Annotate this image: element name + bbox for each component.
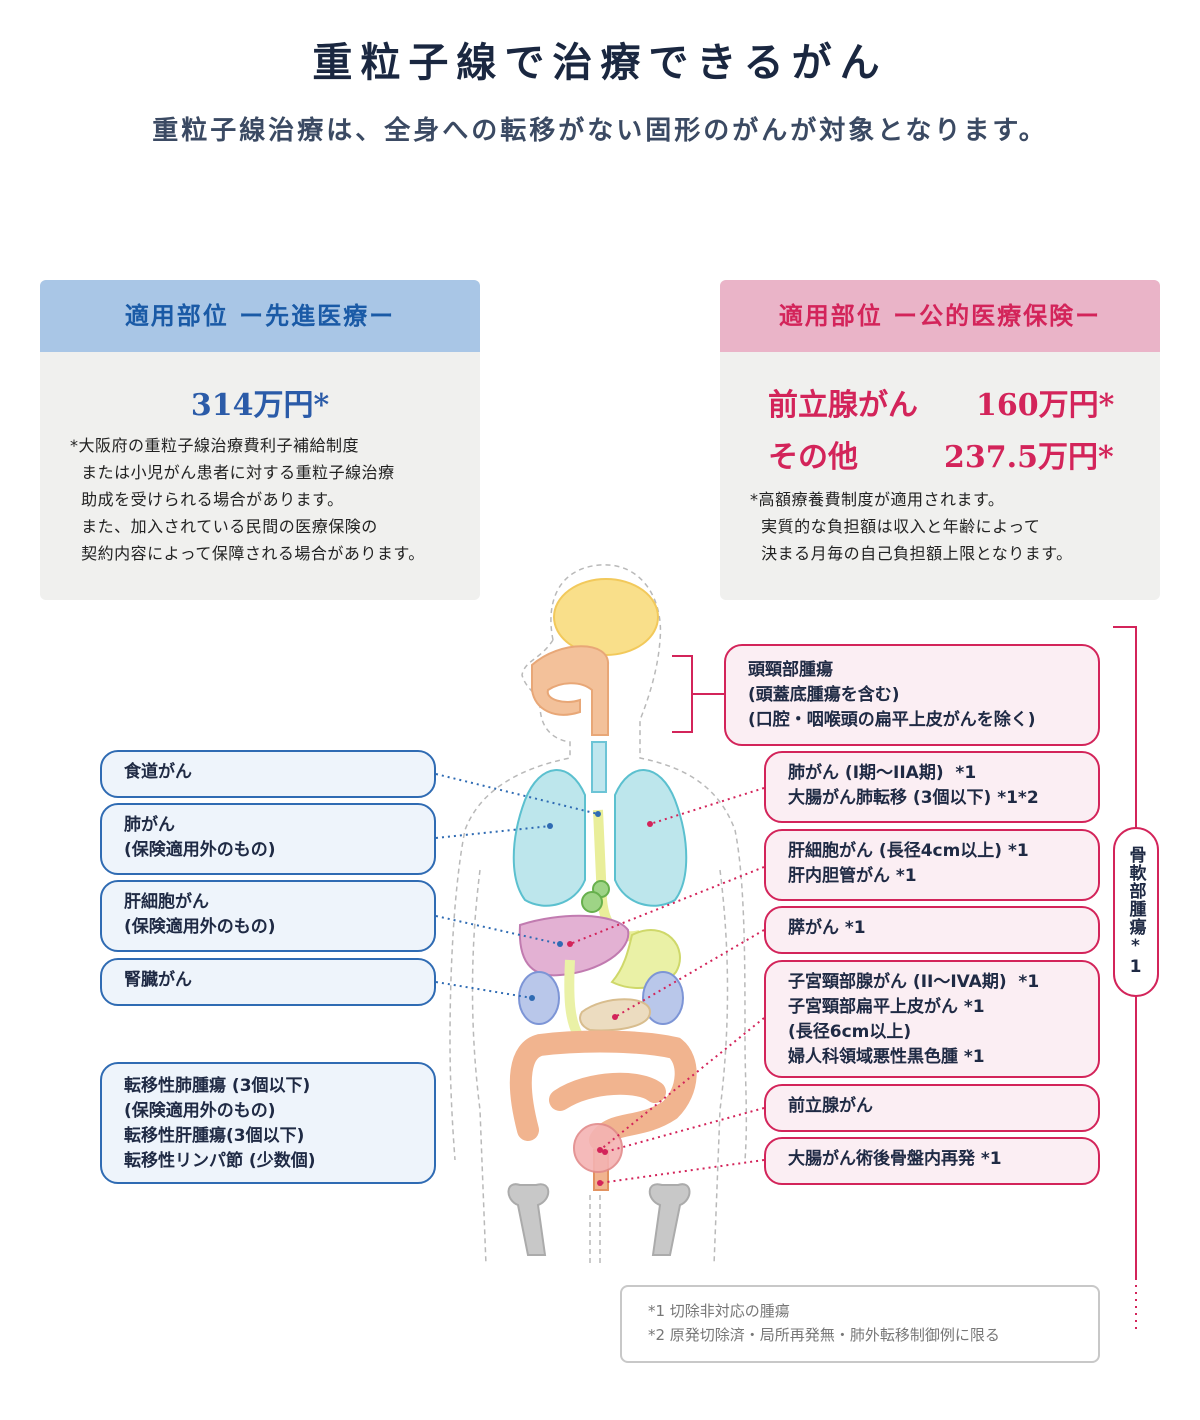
- callout-liver-insured: 肝細胞がん (長径4cm以上) *1 肝内胆管がん *1: [764, 829, 1100, 901]
- insurance-row-label-1: その他: [768, 440, 858, 475]
- callout-kidney: 腎臓がん: [100, 958, 436, 1006]
- left-kidney: [518, 971, 560, 1025]
- insurance-heading: 適用部位 ー公的医療保険ー: [720, 280, 1160, 352]
- left-lung: [512, 769, 586, 907]
- footnote-1: *1 切除非対応の腫瘍: [648, 1302, 790, 1320]
- trachea: [591, 741, 607, 793]
- page-subtitle: 重粒子線治療は、全身への転移がない固形のがんが対象となります。: [152, 116, 1048, 146]
- right-leader-lines: [569, 787, 765, 1184]
- duodenum: [564, 959, 583, 1038]
- brain: [553, 578, 659, 656]
- right-leader-dots: [567, 821, 653, 1186]
- insurance-row-price-1: 237.5万円*: [944, 440, 1114, 475]
- body-outline: [449, 564, 748, 1266]
- callout-metastatic: 転移性肺腫瘍 (3個以下) (保険適用外のもの) 転移性肝腫瘍(3個以下) 転移…: [100, 1062, 436, 1184]
- callout-liver-uninsured: 肝細胞がん (保険適用外のもの): [100, 880, 436, 952]
- right-femur: [648, 1183, 691, 1256]
- insurance-panel: 適用部位 ー公的医療保険ー 前立腺がん 160万円* その他 237.5万円* …: [720, 280, 1160, 600]
- head-neck-organ: [531, 645, 610, 736]
- callout-lung-insured: 肺がん (I期〜IIA期) *1 大腸がん肺転移 (3個以下) *1*2: [764, 751, 1100, 823]
- callout-gynecologic: 子宮頸部腺がん (II〜IVA期) *1 子宮頸部扁平上皮がん *1 (長径6c…: [764, 960, 1100, 1078]
- insurance-row-price-0: 160万円*: [976, 388, 1115, 423]
- right-lung: [614, 769, 688, 907]
- footnote-2: *2 原発切除済・局所再発無・肺外転移制御例に限る: [648, 1326, 1000, 1344]
- gallbladder-b: [581, 891, 603, 913]
- bone-bracket-line: [1113, 626, 1137, 1280]
- callout-pancreas: 膵がん *1: [764, 906, 1100, 954]
- advanced-medical-price: 314万円*: [190, 388, 330, 423]
- advanced-medical-heading: 適用部位 ー先進医療ー: [40, 280, 480, 352]
- left-leader-lines: [435, 773, 599, 999]
- footnote-box: *1 切除非対応の腫瘍 *2 原発切除済・局所再発無・肺外転移制御例に限る: [620, 1285, 1100, 1363]
- page-title: 重粒子線で治療できるがん: [312, 40, 888, 86]
- colon: [509, 1030, 697, 1151]
- callout-lung-uninsured: 肺がん (保険適用外のもの): [100, 803, 436, 875]
- insurance-note: *高額療養費制度が適用されます。 実質的な負担額は収入と年齢によって 決まる月毎…: [750, 490, 1073, 563]
- head-neck-bracket: [672, 655, 725, 733]
- left-leader-dots: [529, 811, 601, 1001]
- callout-colorectal-recurrence: 大腸がん術後骨盤内再発 *1: [764, 1137, 1100, 1185]
- right-kidney: [642, 971, 684, 1025]
- callout-head-neck: 頭頸部腫瘍 (頭蓋底腫瘍を含む) (口腔・咽喉頭の扁平上皮がんを除く): [724, 644, 1100, 746]
- left-femur: [507, 1183, 550, 1256]
- bone-soft-tissue-label: 骨軟部腫瘍*1: [1113, 827, 1159, 997]
- callout-esophagus: 食道がん: [100, 750, 436, 798]
- small-intestine: [549, 1072, 666, 1111]
- advanced-medical-note: *大阪府の重粒子線治療費利子補給制度 または小児がん患者に対する重粒子線治療 助…: [70, 436, 425, 563]
- callout-prostate: 前立腺がん: [764, 1084, 1100, 1132]
- advanced-medical-panel: 適用部位 ー先進医療ー 314万円* *大阪府の重粒子線治療費利子補給制度 また…: [40, 280, 480, 600]
- insurance-row-label-0: 前立腺がん: [768, 388, 918, 423]
